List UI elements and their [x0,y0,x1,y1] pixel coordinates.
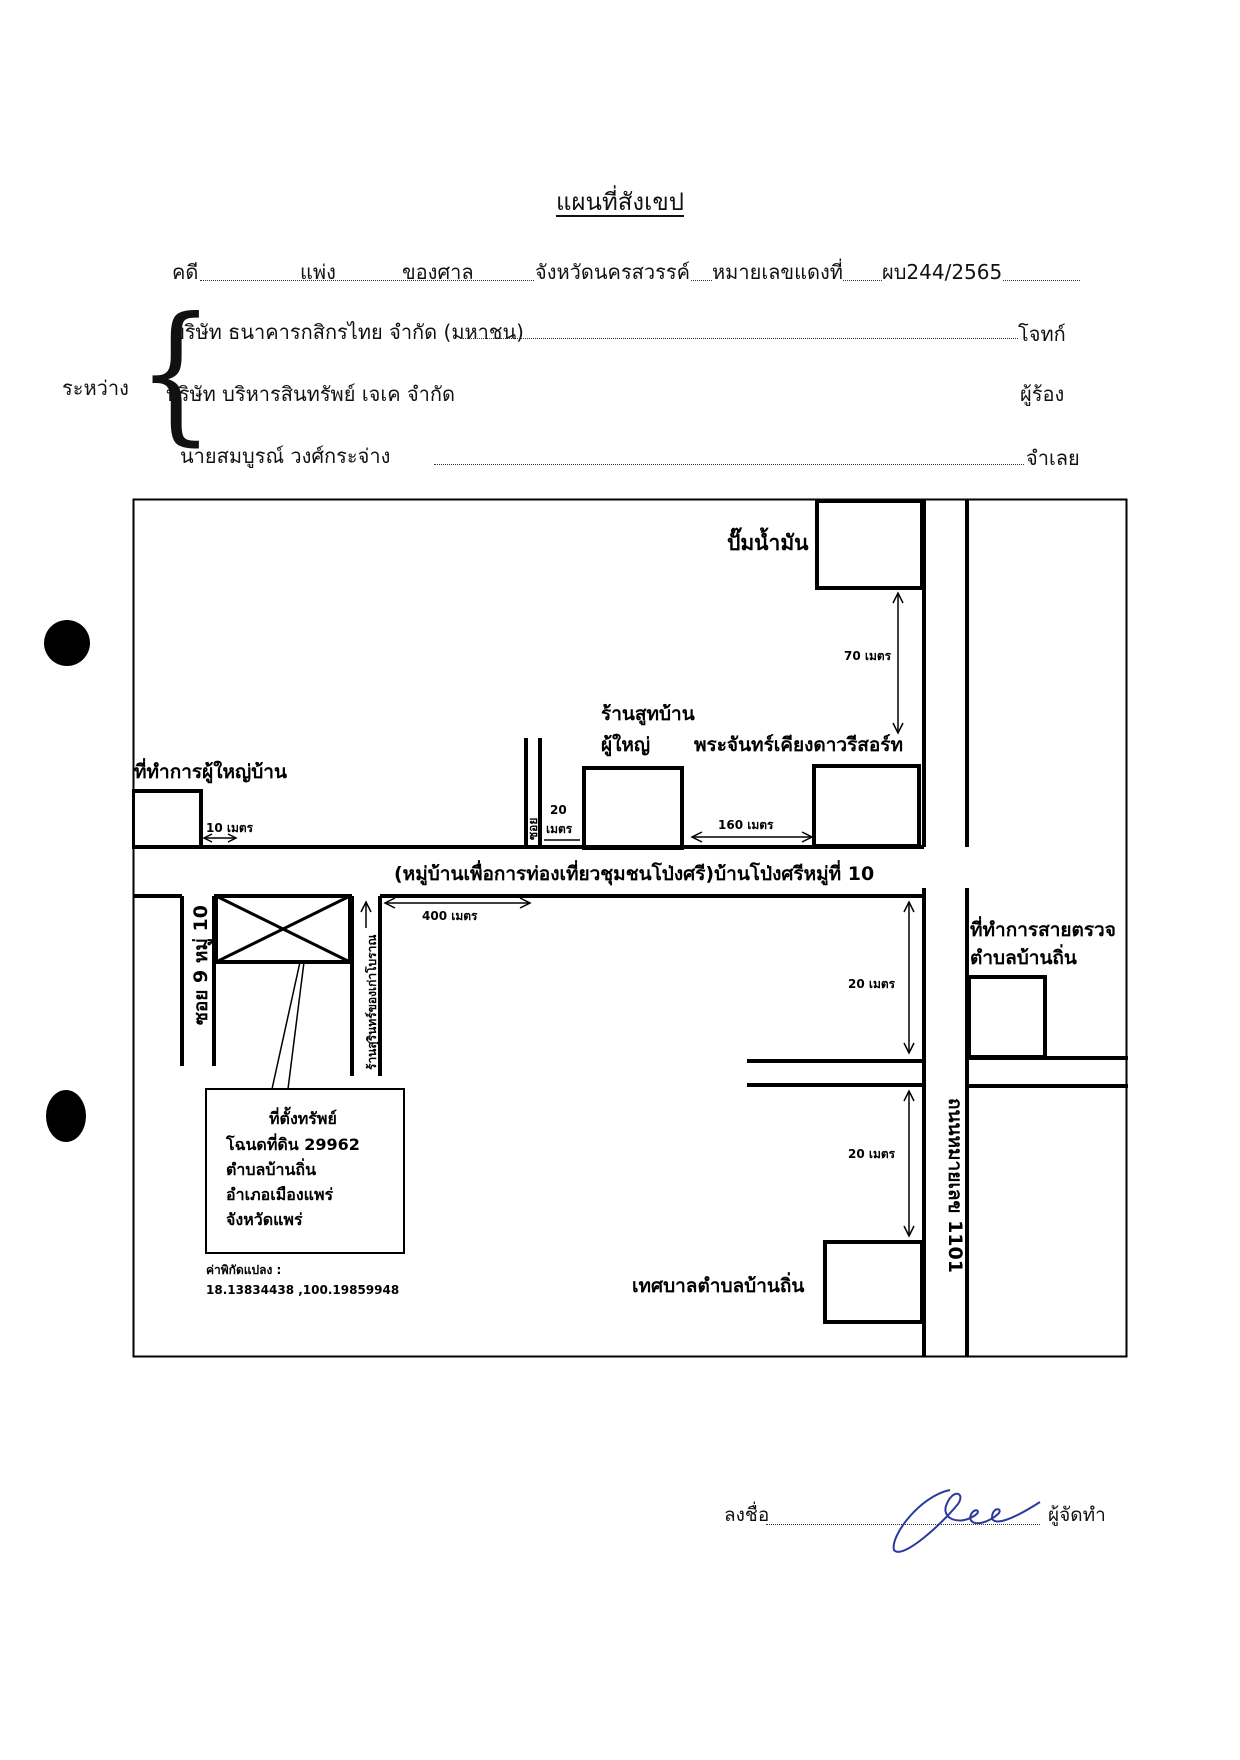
highway-label: ถนนหมายเลข 1101 [944,1098,966,1273]
property-plot [214,894,352,964]
dist-10m-label: 10 เมตร [206,821,254,835]
between-label: ระหว่าง [62,376,129,400]
party-defendant-name: นายสมบูรณ์ วงศ์กระจ่าง [180,444,391,468]
map-frame [132,498,1128,1358]
property-line4: อำเภอเมืองแพร่ [226,1185,334,1204]
municipality-box [823,1240,924,1324]
court-label: ของศาล [402,260,474,284]
resort-label: พระจันทร์เคียงดาวรีสอร์ท [694,734,903,756]
shop-label-line1: ร้านสูทบ้าน [601,703,695,726]
antique-shop-label: ร้านสุรินทร์ของเก่าโบราณ [364,935,380,1070]
police-label-line2: ตำบลบ้านถิ่น [970,944,1077,969]
punch-hole-top [44,620,90,666]
property-callout-box [205,1088,405,1254]
dist-20m-a-label: 20 เมตร [848,977,896,991]
party-defendant-dots [434,464,1024,465]
headman-box [132,789,203,849]
dist-160m-label: 160 เมตร [718,818,774,832]
red-no-value: ผบ244/2565 [882,256,1003,288]
party-petitioner-role: ผู้ร้อง [1020,382,1065,406]
coord-label: ค่าพิกัดแปลง : [206,1263,281,1277]
sign-label: ลงชื่อ [724,1504,770,1526]
shop-label-line2: ผู้ใหญ่ [601,733,650,757]
sketch-map: ปั๊มน้ำมัน 70 เมตร ร้านสูทบ้าน ผู้ใหญ่ พ… [132,498,1128,1358]
headman-office-label: ที่ทำการผู้ใหญ่บ้าน [134,758,287,784]
police-label-line1: ที่ทำการสายตรวจ [970,916,1116,941]
party-plaintiff-role: โจทก์ [1018,322,1066,346]
sign-role: ผู้จัดทำ [1048,1504,1106,1526]
case-label: คดี [172,260,199,284]
party-plaintiff-name: บริษัท ธนาคารกสิกรไทย จำกัด (มหาชน) [172,320,524,344]
gas-station-box [815,499,924,590]
property-line1: ที่ตั้งทรัพย์ [269,1106,337,1128]
property-line3: ตำบลบ้านถิ่น [226,1158,316,1179]
property-line5: จังหวัดแพร่ [226,1210,303,1229]
municipality-label: เทศบาลตำบลบ้านถิ่น [632,1272,804,1297]
dist-70m-label: 70 เมตร [844,649,892,663]
party-plaintiff-dots [460,338,1018,339]
case-type: แพ่ง [300,260,336,284]
small-soi-label: ซอย [526,818,540,840]
gas-station-label: ปั๊มน้ำมัน [727,527,809,555]
party-defendant-role: จำเลย [1026,446,1080,470]
resort-box [812,764,921,848]
red-no-label: หมายเลขแดงที่ [712,256,843,288]
coord-value: 18.13834438 ,100.19859948 [206,1283,399,1297]
dist-20m-b-label: 20 เมตร [848,1147,896,1161]
shop-box [582,766,684,850]
callout-pointer-2 [287,961,305,1090]
dist-400m-label: 400 เมตร [422,909,478,923]
police-box [967,975,1047,1059]
callout-pointer-1 [271,961,301,1090]
main-road-label: (หมู่บ้านเพื่อการท่องเที่ยวชุมชนโป่งศรี)… [394,860,874,886]
dist-20m-unit: เมตร [546,822,573,836]
property-line2: โฉนดที่ดิน 29962 [225,1133,360,1154]
punch-hole-bottom [46,1090,86,1142]
dist-20m-num: 20 [550,803,567,817]
party-petitioner-name: บริษัท บริหารสินทรัพย์ เจเค จำกัด [166,382,455,406]
brace: { [137,286,214,460]
soi9-label: ซอย 9 หมู่ 10 [190,905,213,1025]
signature-scribble [892,1489,1041,1553]
page-title: แผนที่สังเขป [556,188,684,216]
court-name: จังหวัดนครสวรรค์ [535,256,690,288]
